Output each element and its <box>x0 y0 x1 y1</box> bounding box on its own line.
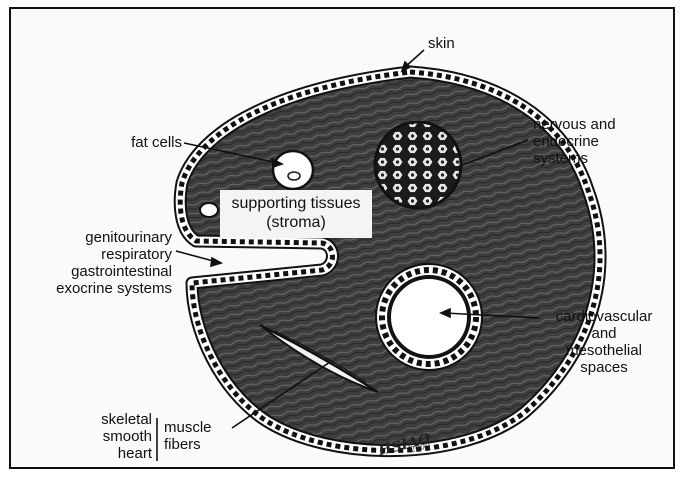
small-fat-cell <box>200 203 218 217</box>
muscle-fibers-label: muscle fibers <box>164 419 212 453</box>
stroma-label: supporting tissues (stroma) <box>220 190 372 238</box>
fat-cell <box>273 151 313 189</box>
nervous-endocrine-label: nervous and endocrine systems <box>533 116 616 167</box>
cardiovascular-space <box>382 270 476 364</box>
cardiovascular-label: cardiovascular and mesothelial spaces <box>540 308 668 376</box>
muscle-types-label: skeletal smooth heart <box>86 411 152 462</box>
nervous-endocrine-cluster <box>375 122 461 208</box>
fat-cells-label: fat cells <box>108 134 182 151</box>
skin-label: skin <box>428 35 455 52</box>
genitourinary-label: genitourinary respiratory gastrointestin… <box>22 229 172 297</box>
